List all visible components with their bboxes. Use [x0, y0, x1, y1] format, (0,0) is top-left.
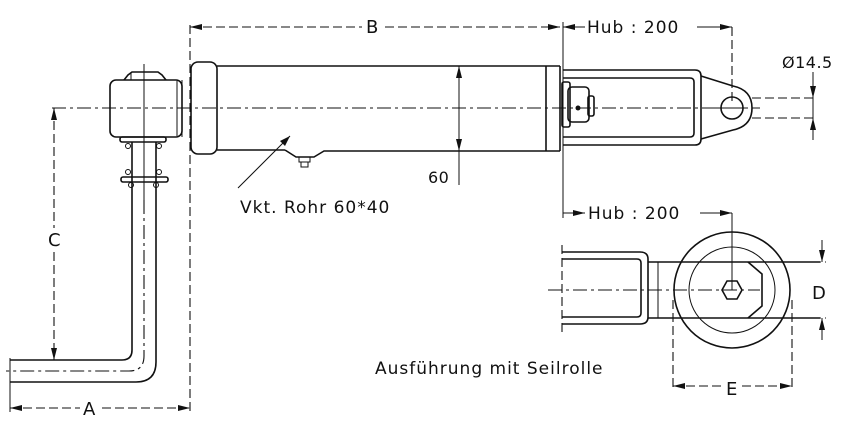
rod-clevis-top: [561, 69, 753, 146]
dimension-c: C: [48, 108, 62, 360]
label-dim-e: E: [726, 379, 739, 400]
label-dim-c: C: [48, 230, 62, 251]
label-stroke-bottom: Hub : 200: [588, 204, 680, 224]
dimension-hole: Ø14.5: [752, 53, 833, 140]
dimension-b: B: [189, 17, 560, 415]
pivot-head: [109, 64, 183, 210]
label-stroke-top: Hub : 200: [587, 18, 679, 38]
dimension-e: E: [672, 300, 793, 400]
label-dim-d: D: [812, 283, 827, 304]
label-tube-height: 60: [428, 168, 449, 187]
rope-pulley-variant: [548, 231, 820, 349]
cylinder-tube: [190, 61, 561, 168]
dimension-tube-height: 60: [428, 66, 462, 187]
bent-lever-arm: [6, 142, 157, 384]
label-tube-callout: Vkt. Rohr 60*40: [240, 198, 390, 218]
label-dim-b: B: [366, 17, 380, 38]
dimension-a: A: [9, 384, 190, 420]
tube-callout: Vkt. Rohr 60*40: [237, 135, 390, 218]
dimension-stroke-top: Hub : 200: [562, 18, 733, 218]
label-hole-diameter: Ø14.5: [782, 53, 833, 72]
dimension-stroke-bottom: Hub : 200: [563, 204, 733, 290]
label-dim-a: A: [83, 399, 97, 420]
dimension-d: D: [760, 240, 827, 340]
variant-caption: Ausführung mit Seilrolle: [375, 359, 604, 379]
